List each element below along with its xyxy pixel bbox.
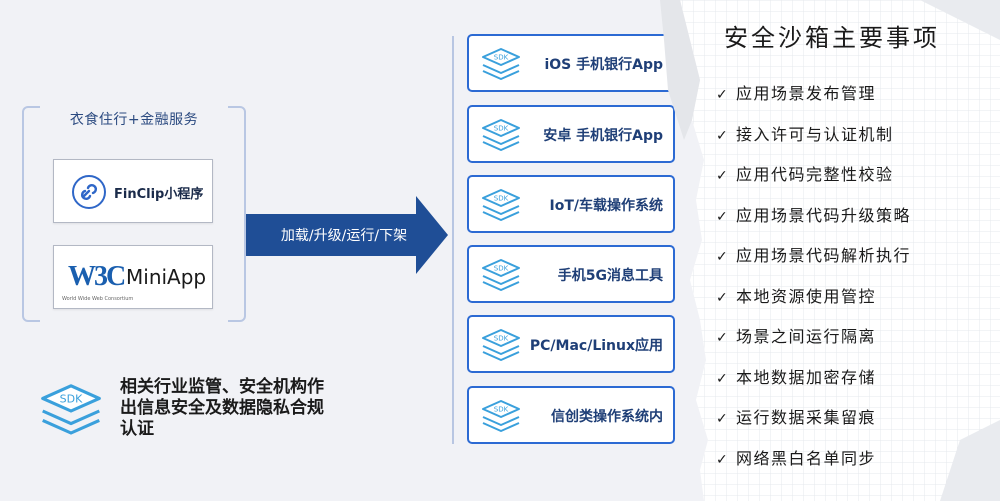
checklist-item: ✓ 应用场景代码升级策略 <box>716 202 911 226</box>
sdk-label: SDK <box>494 406 509 414</box>
sdk-label: SDK <box>494 54 509 62</box>
checklist-item: ✓ 应用场景发布管理 <box>716 80 876 104</box>
sdk-label: SDK <box>494 125 509 133</box>
platform-box: SDK PC/Mac/Linux应用 <box>467 315 675 373</box>
vertical-divider <box>452 36 454 444</box>
sdk-label: SDK <box>494 265 509 273</box>
bracket-gap-top <box>40 100 228 112</box>
checklist-item: ✓ 运行数据采集留痕 <box>716 404 876 428</box>
platform-box: SDK 信创类操作系统内 <box>467 386 675 444</box>
sdk-icon: SDK <box>479 396 523 438</box>
group-title: 衣食住行+金融服务 <box>69 112 199 128</box>
check-icon: ✓ <box>716 249 730 265</box>
sdk-icon: SDK <box>479 115 523 157</box>
checklist-item: ✓ 应用代码完整性校验 <box>716 161 894 185</box>
check-icon: ✓ <box>716 330 730 346</box>
check-icon: ✓ <box>716 289 730 306</box>
checklist-text: 应用场景代码解析执行 <box>736 246 912 265</box>
sdk-icon: SDK <box>479 185 523 227</box>
platform-label: 安卓 手机银行App <box>543 128 663 144</box>
checklist-item: ✓ 应用场景代码解析执行 <box>716 242 911 266</box>
platform-label: iOS 手机银行App <box>544 57 663 73</box>
checklist-text: 运行数据采集留痕 <box>736 408 877 427</box>
sdk-icon: SDK <box>479 255 523 297</box>
checklist-paper <box>660 0 1000 501</box>
platform-box: SDK iOS 手机银行App <box>467 34 675 92</box>
bracket-gap-bottom <box>40 316 228 328</box>
checklist-text: 本地资源使用管控 <box>736 286 877 306</box>
arrow-label: 加载/升级/运行/下架 <box>280 228 408 244</box>
check-icon: ✓ <box>716 411 730 427</box>
checklist-text: 应用场景代码升级策略 <box>736 205 912 225</box>
checklist-item: ✓ 接入许可与认证机制 <box>716 121 894 145</box>
w3c-subtitle: World Wide Web Consortium <box>62 296 134 302</box>
sdk-label: SDK <box>494 335 509 343</box>
check-icon: ✓ <box>716 127 730 144</box>
platform-label: IoT/车载操作系统 <box>549 198 664 214</box>
check-icon: ✓ <box>716 87 730 103</box>
checklist-item: ✓ 场景之间运行隔离 <box>716 323 876 347</box>
check-icon: ✓ <box>716 370 730 387</box>
compliance-note: 相关行业监管、安全机构作 出信息安全及数据隐私合规 认证 <box>120 377 370 440</box>
sdk-stack-icon: SDK <box>34 378 108 444</box>
checklist-item: ✓ 网络黑白名单同步 <box>716 445 876 469</box>
checklist-text: 接入许可与认证机制 <box>736 124 894 144</box>
note-line: 认证 <box>120 419 154 439</box>
checklist-text: 本地数据加密存储 <box>736 367 877 387</box>
finclip-logo-icon <box>72 175 106 209</box>
checklist-item: ✓ 本地数据加密存储 <box>716 364 876 388</box>
platform-label: 手机5G消息工具 <box>557 268 663 284</box>
check-icon: ✓ <box>716 451 730 468</box>
note-line: 出信息安全及数据隐私合规 <box>120 398 324 418</box>
w3c-logo: W3C <box>68 261 126 292</box>
platform-box: SDK 手机5G消息工具 <box>467 245 675 303</box>
flow-arrow <box>246 196 448 274</box>
platform-box: SDK 安卓 手机银行App <box>467 105 675 163</box>
sdk-label: SDK <box>60 392 83 405</box>
note-line: 相关行业监管、安全机构作 <box>120 377 324 397</box>
platform-box: SDK IoT/车载操作系统 <box>467 175 675 233</box>
checklist-item: ✓ 本地资源使用管控 <box>716 283 876 307</box>
w3c-miniapp-card: W3C World Wide Web Consortium MiniApp <box>53 245 213 309</box>
checklist-text: 应用代码完整性校验 <box>736 165 894 184</box>
sdk-label: SDK <box>494 195 509 203</box>
platform-label: 信创类操作系统内 <box>551 409 663 425</box>
checklist-text: 应用场景发布管理 <box>736 84 877 103</box>
miniapp-label: MiniApp <box>126 265 207 289</box>
finclip-card: FinClip小程序 <box>53 159 213 223</box>
checklist-text: 场景之间运行隔离 <box>736 327 877 346</box>
checklist-title: 安全沙箱主要事项 <box>724 24 940 52</box>
sdk-icon: SDK <box>479 44 523 86</box>
checklist-text: 网络黑白名单同步 <box>736 448 877 468</box>
finclip-label: FinClip小程序 <box>114 187 204 202</box>
check-icon: ✓ <box>716 208 730 225</box>
platform-label: PC/Mac/Linux应用 <box>529 338 663 354</box>
check-icon: ✓ <box>716 168 730 184</box>
sdk-icon: SDK <box>479 325 523 367</box>
